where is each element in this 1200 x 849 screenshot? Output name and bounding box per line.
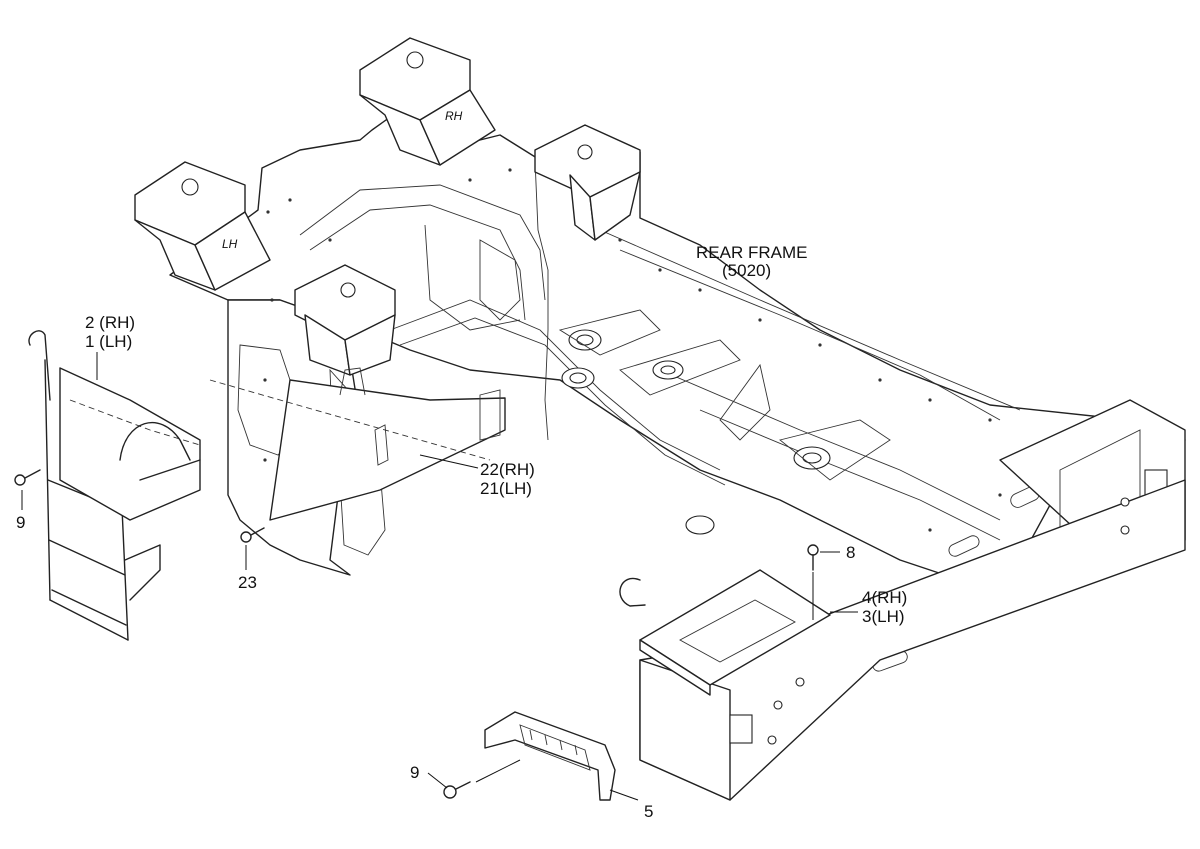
mount-pad-center [294, 264, 396, 376]
rh-plate-marking: RH [445, 109, 463, 123]
bolt-8 [807, 544, 819, 571]
ladder-assembly [28, 330, 201, 641]
callout-4-rh: 4(RH) [862, 588, 907, 607]
rear-frame-title: REAR FRAME [696, 243, 807, 262]
callout-8: 8 [846, 543, 855, 562]
callout-1-lh: 1 (LH) [85, 332, 132, 351]
mount-pad-right [534, 124, 641, 241]
leader-lines [21, 352, 858, 801]
bolt-9-bottom [443, 781, 471, 799]
callout-2-rh: 2 (RH) [85, 313, 135, 332]
rear-frame-code: (5020) [722, 261, 771, 280]
step-plate [639, 569, 831, 696]
callout-5: 5 [644, 802, 653, 821]
callout-21-lh: 21(LH) [480, 479, 532, 498]
mount-pad-lh: LH [134, 161, 271, 291]
step-bottom [484, 711, 616, 801]
callout-9-left: 9 [16, 513, 25, 532]
callout-22-rh: 22(RH) [480, 460, 535, 479]
callout-9-bottom: 9 [410, 763, 419, 782]
step-bracket-assembly [209, 367, 506, 521]
mount-pad-rh: RH [359, 37, 496, 166]
callout-23: 23 [238, 573, 257, 592]
bolt-23 [240, 527, 265, 543]
lh-plate-marking: LH [222, 237, 238, 251]
bolt-9-left [14, 469, 41, 486]
callout-3-lh: 3(LH) [862, 607, 905, 626]
